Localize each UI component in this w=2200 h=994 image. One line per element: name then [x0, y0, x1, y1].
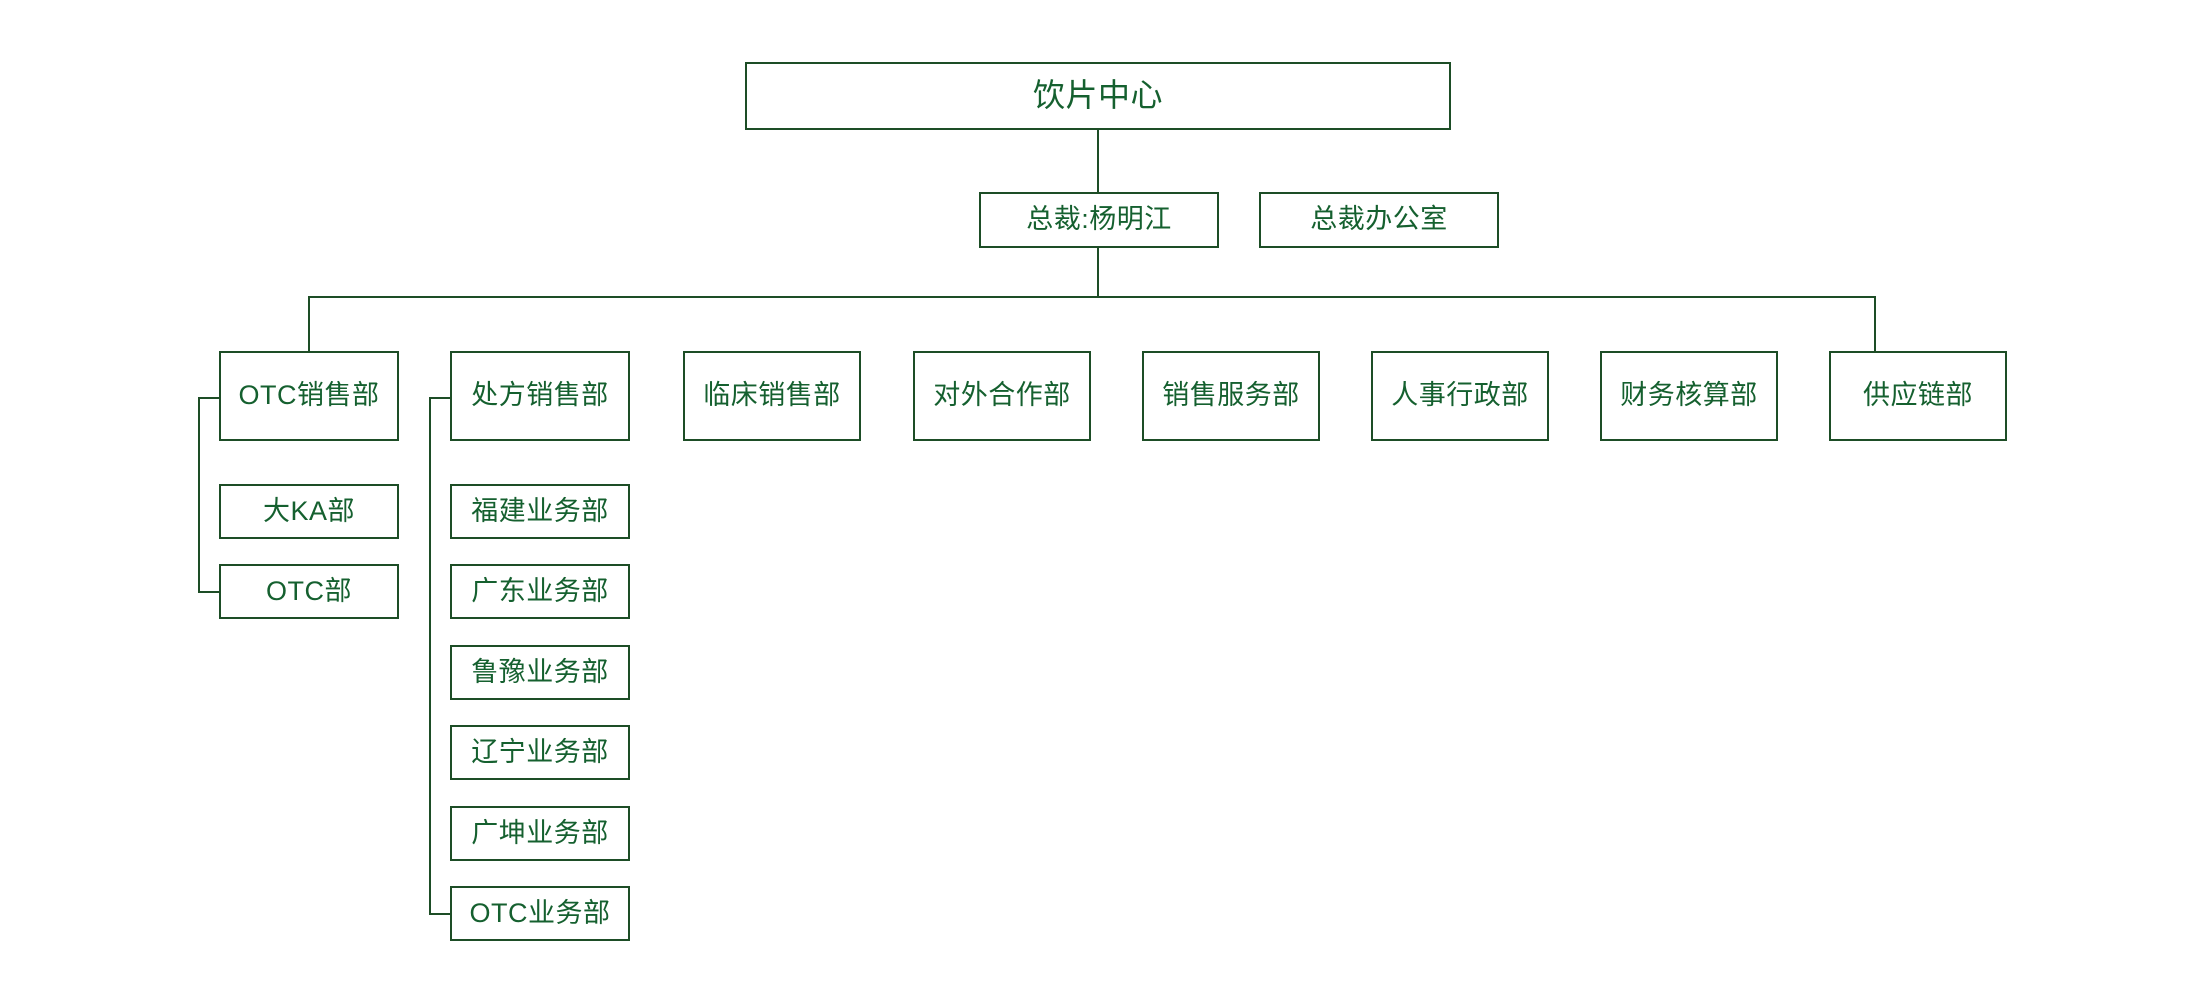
node-department-clinical-sales[interactable]: 临床销售部 — [683, 351, 861, 441]
node-president[interactable]: 总裁:杨明江 — [979, 192, 1219, 248]
connector-prescription-spine — [429, 397, 431, 915]
node-department-supply-chain[interactable]: 供应链部 — [1829, 351, 2007, 441]
connector-bus-to-supply-chain — [1874, 296, 1876, 352]
node-sub-otc-business[interactable]: OTC业务部 — [450, 886, 630, 941]
node-root-center[interactable]: 饮片中心 — [745, 62, 1451, 130]
node-sub-liaoning-business[interactable]: 辽宁业务部 — [450, 725, 630, 780]
node-sub-otc[interactable]: OTC部 — [219, 564, 399, 619]
node-department-external-cooperation[interactable]: 对外合作部 — [913, 351, 1091, 441]
connector-otc-parent-stub — [198, 397, 220, 399]
connector-prescription-parent-stub — [429, 397, 451, 399]
node-department-otc-sales[interactable]: OTC销售部 — [219, 351, 399, 441]
connector-otc-spine — [198, 397, 200, 593]
connector-root-to-president — [1097, 130, 1099, 192]
node-department-hr-admin[interactable]: 人事行政部 — [1371, 351, 1549, 441]
node-sub-big-ka[interactable]: 大KA部 — [219, 484, 399, 539]
connector-prescription-last-child-stub — [429, 913, 451, 915]
connector-president-to-bus — [1097, 248, 1099, 298]
node-sub-luyu-business[interactable]: 鲁豫业务部 — [450, 645, 630, 700]
connector-bus-to-otc-sales — [308, 296, 310, 352]
node-sub-fujian-business[interactable]: 福建业务部 — [450, 484, 630, 539]
connector-otc-last-child-stub — [198, 591, 220, 593]
node-department-sales-service[interactable]: 销售服务部 — [1142, 351, 1320, 441]
node-sub-guangkun-business[interactable]: 广坤业务部 — [450, 806, 630, 861]
node-department-prescription-sales[interactable]: 处方销售部 — [450, 351, 630, 441]
node-sub-guangdong-business[interactable]: 广东业务部 — [450, 564, 630, 619]
node-department-finance-accounting[interactable]: 财务核算部 — [1600, 351, 1778, 441]
connector-department-bus — [308, 296, 1876, 298]
node-president-office[interactable]: 总裁办公室 — [1259, 192, 1499, 248]
